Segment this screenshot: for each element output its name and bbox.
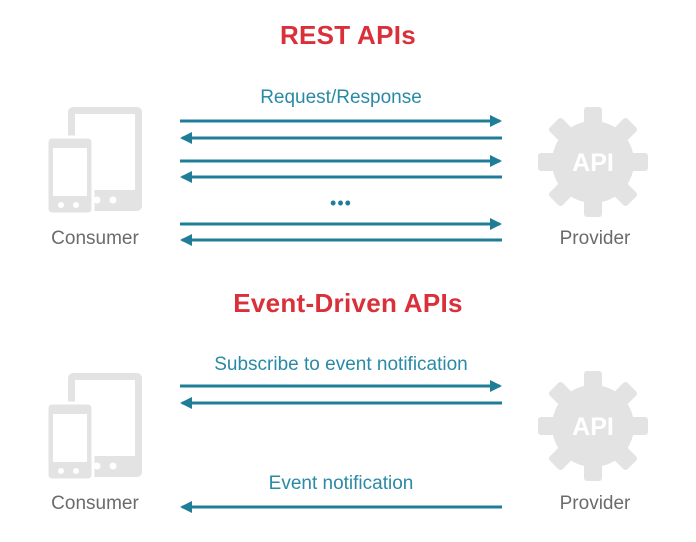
ellipsis-icon: ••• [330, 193, 352, 213]
rest-arrows [180, 115, 502, 246]
event-consumer-label: Consumer [51, 493, 139, 514]
rest-api-icon-text: API [572, 149, 614, 177]
event-notification-label: Event notification [268, 473, 414, 494]
rest-consumer-devices-icon [45, 107, 142, 216]
rest-consumer-label: Consumer [51, 228, 139, 249]
event-provider-label: Provider [559, 493, 631, 514]
request-response-label: Request/Response [260, 87, 422, 108]
subscribe-label: Subscribe to event notification [214, 354, 468, 375]
rest-title: REST APIs [279, 20, 417, 50]
event-api-icon-text: API [572, 413, 614, 441]
event-provider-gear-api-icon: API [538, 371, 648, 481]
rest-provider-label: Provider [559, 228, 631, 249]
event-title: Event-Driven APIs [233, 288, 463, 318]
rest-provider-gear-api-icon: API [538, 107, 648, 217]
event-arrows [180, 380, 502, 513]
event-consumer-devices-icon [45, 373, 142, 482]
